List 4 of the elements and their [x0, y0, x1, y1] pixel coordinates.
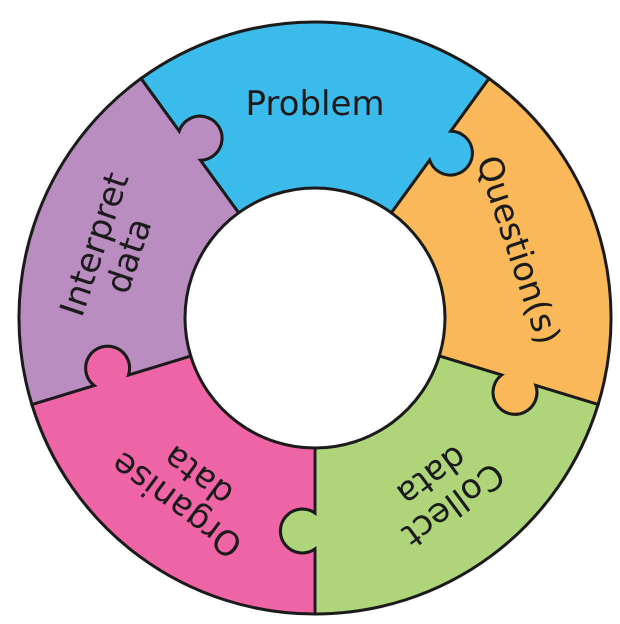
puzzle-piece [30, 344, 316, 616]
puzzle-piece [390, 77, 612, 416]
puzzle-piece [18, 77, 240, 406]
segment-label: Problem [246, 84, 384, 124]
